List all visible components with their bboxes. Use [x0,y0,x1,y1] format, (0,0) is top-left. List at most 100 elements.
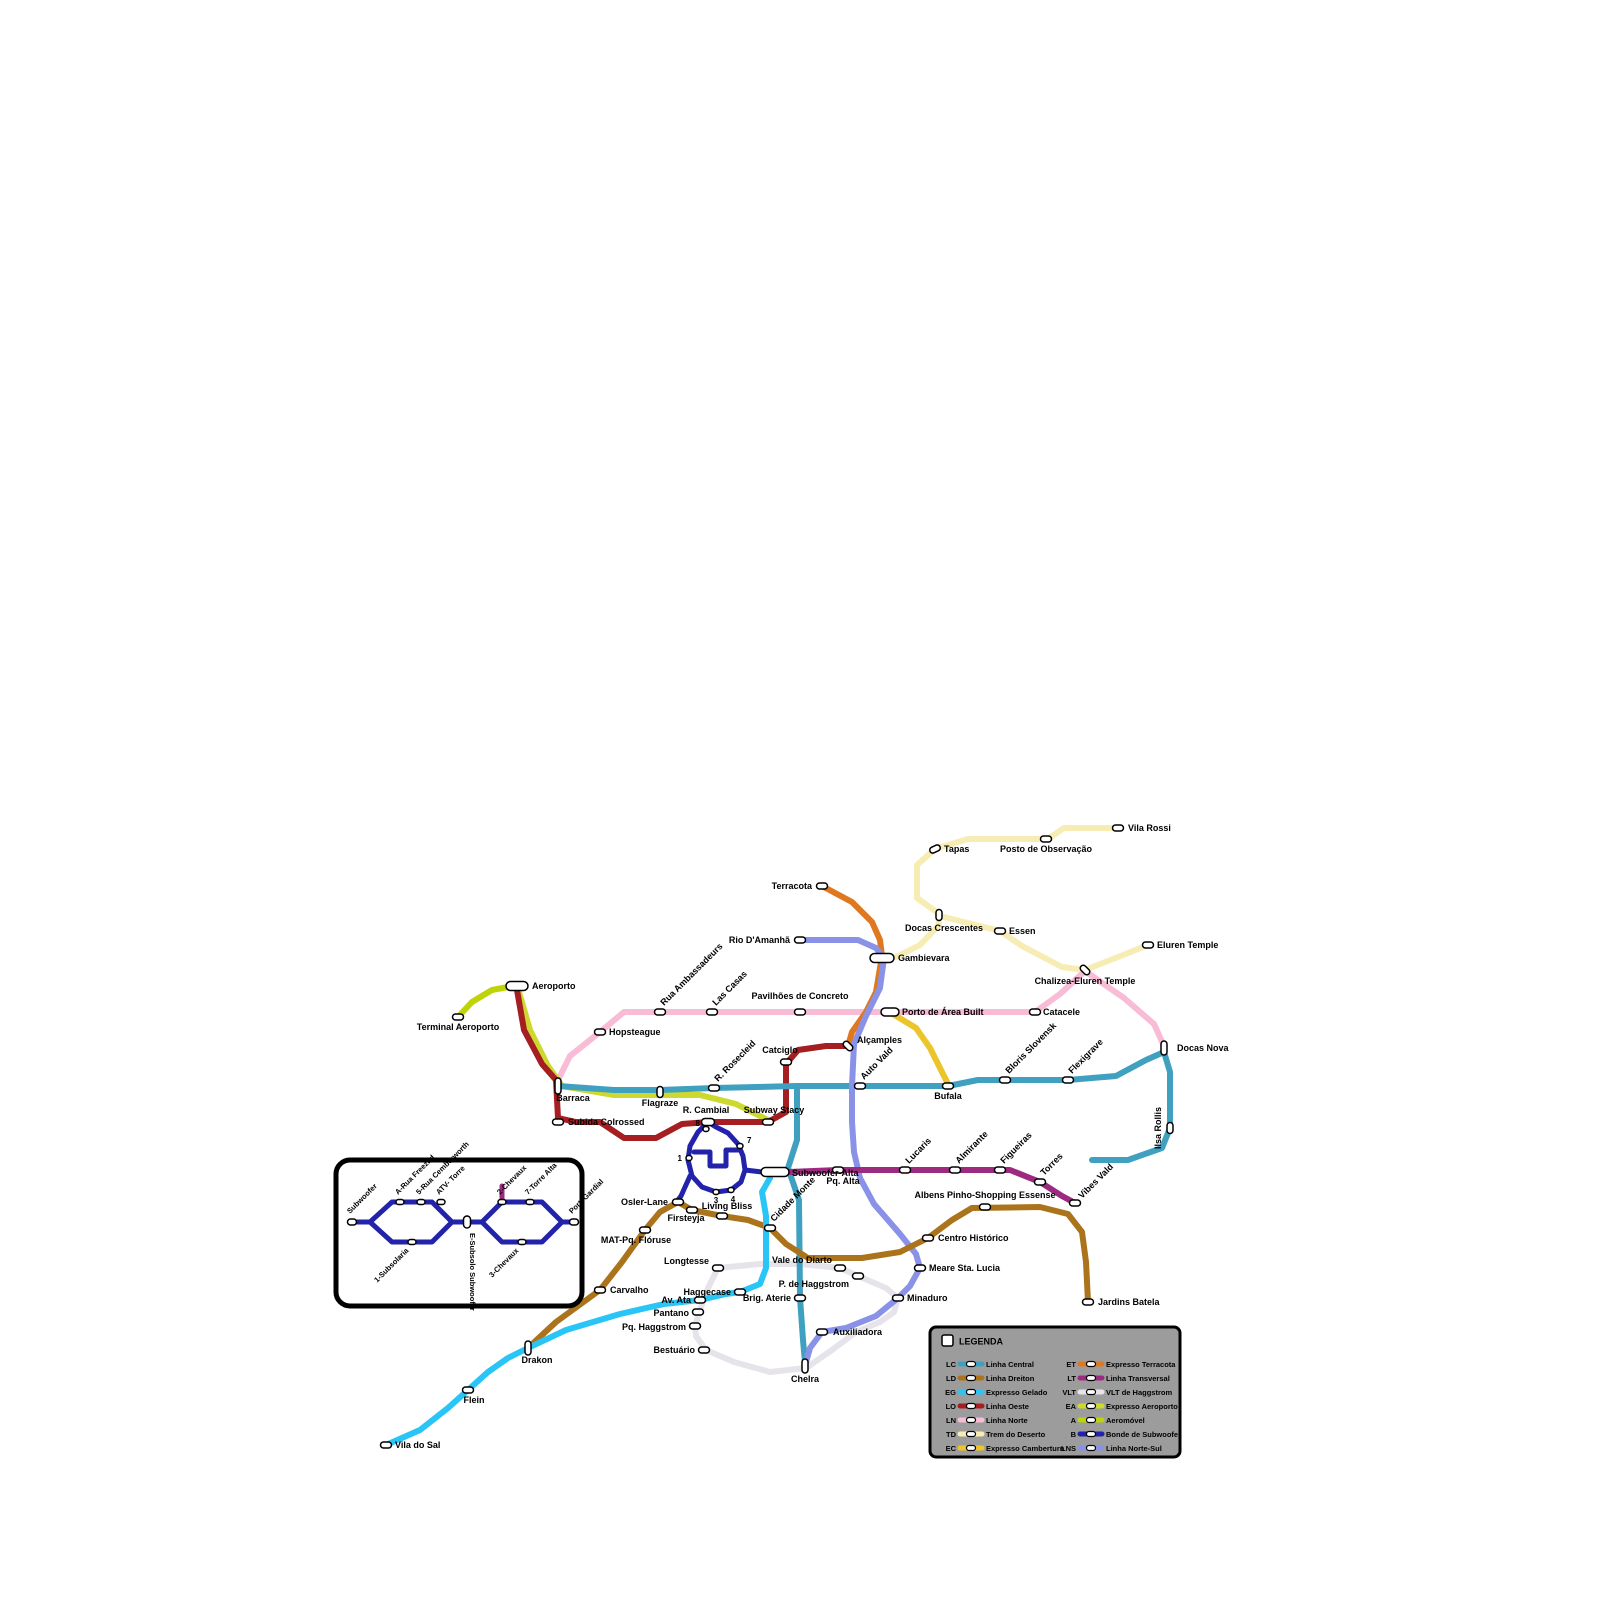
station-8[interactable] [702,1125,710,1133]
station-av-ata[interactable] [693,1296,707,1304]
station-vibes-vald[interactable] [1068,1199,1082,1207]
station-marker [736,1142,744,1150]
station-almirante[interactable] [948,1166,962,1174]
station-posto-de-observa-o[interactable] [1039,835,1053,843]
station-marker [831,1166,845,1174]
station-chelra[interactable] [801,1358,809,1374]
station-r-rosecleid[interactable] [707,1084,721,1092]
station-gambievara[interactable] [869,952,895,964]
station-1-subsolaria[interactable] [407,1238,417,1246]
station-label-posto-de-observa-o: Posto de Observação [1000,844,1093,854]
station-brig-aterie[interactable] [793,1294,807,1302]
station-flein[interactable] [461,1386,475,1394]
station-haggecase[interactable] [733,1288,747,1296]
station-auto-vald[interactable] [853,1082,867,1090]
station-3[interactable] [712,1188,720,1196]
legend-label-lns: Linha Norte-Sul [1106,1444,1162,1453]
legend-abbr-lns: LNS [1061,1444,1076,1453]
station-3-chevaux[interactable] [517,1238,527,1246]
station-longtesse[interactable] [711,1264,725,1272]
station-flagraze[interactable] [656,1085,664,1099]
station-terracota[interactable] [815,882,829,890]
station-marker [705,1008,719,1016]
station-figueiras[interactable] [993,1166,1007,1174]
station-albens-pinho-shopping-essense[interactable] [978,1203,992,1211]
station-rua-ambassadeurs[interactable] [653,1008,667,1016]
station-vila-rossi[interactable] [1111,824,1125,832]
station-pavilh-es-de-concreto[interactable] [793,1008,807,1016]
station-pq-alta[interactable] [831,1166,845,1174]
station-meare-sta-lucia[interactable] [913,1264,927,1272]
station-jardins-batela[interactable] [1081,1298,1095,1306]
station-torres[interactable] [1033,1178,1047,1186]
station-marker [760,1166,790,1178]
station-p-de-haggstrom[interactable] [851,1272,865,1280]
station-hopsteague[interactable] [593,1028,607,1036]
station-centro-hist-rico[interactable] [921,1234,935,1242]
station-essen[interactable] [993,927,1007,935]
station-eluren-temple[interactable] [1141,941,1155,949]
station-2-chevaux[interactable] [497,1198,507,1206]
station-bestu-rio[interactable] [697,1346,711,1354]
station-las-casas[interactable] [705,1008,719,1016]
station-atv-torre[interactable] [436,1198,446,1206]
station-marker [853,1082,867,1090]
station-7[interactable] [736,1142,744,1150]
station-osler-lane[interactable] [671,1198,685,1206]
station-barraca[interactable] [554,1077,562,1095]
station-ilsa-rollis[interactable] [1166,1121,1174,1135]
station-bufala[interactable] [941,1082,955,1090]
station-minaduro[interactable] [891,1294,905,1302]
station-marker [880,1007,900,1017]
station-catacele[interactable] [1028,1008,1042,1016]
station-docas-nova[interactable] [1160,1040,1168,1056]
station-subwoofer[interactable] [346,1218,358,1226]
station-a-rua-freezad[interactable] [395,1198,405,1206]
station-carvalho[interactable] [593,1286,607,1294]
station-subway-stacy[interactable] [761,1118,775,1126]
station-tapas[interactable] [928,844,942,854]
station-label-subway-stacy: Subway Stacy [744,1105,805,1115]
station-lucaris[interactable] [898,1166,912,1174]
station-docas-crescentes[interactable] [935,908,943,922]
station-e-subsolo-subwoofer[interactable] [462,1215,472,1229]
station-aeroporto[interactable] [505,980,529,992]
station-chalizea-eluren-temple[interactable] [1079,964,1091,976]
station-marker [505,980,529,992]
station-marker [671,1198,685,1206]
station-subida-colrossed[interactable] [551,1118,565,1126]
station-cidade-monte[interactable] [763,1224,777,1232]
station-7-torre-alta[interactable] [525,1198,535,1206]
station-label-7: 7 [747,1136,752,1145]
station-auxiliadora[interactable] [815,1328,829,1336]
station-rio-d-amanh[interactable] [793,936,807,944]
station-vale-do-diarto[interactable] [833,1264,847,1272]
station-mat-pq-fl-ruse[interactable] [638,1226,652,1234]
station-bloris-slovensk[interactable] [998,1076,1012,1084]
station-5-rua-cemberworth[interactable] [416,1198,426,1206]
station-port-gardial[interactable] [568,1218,580,1226]
station-subwoofer-alta[interactable] [760,1166,790,1178]
station-marker [691,1308,705,1316]
line-b-seg4 [675,1173,693,1203]
line-a [455,984,511,1020]
station-al-amples[interactable] [842,1040,854,1052]
legend-label-eg: Expresso Gelado [986,1388,1048,1397]
station-catciglo[interactable] [779,1058,793,1066]
legend-box [928,1325,1182,1459]
station-vila-do-sal[interactable] [379,1441,393,1449]
station-terminal-aeroporto[interactable] [451,1013,465,1021]
station-pantano[interactable] [691,1308,705,1316]
station-porto-de-rea-built[interactable] [880,1007,900,1017]
station-pq-haggstrom[interactable] [688,1322,702,1330]
station-4[interactable] [727,1186,735,1194]
station-drakon[interactable] [524,1340,532,1356]
station-1[interactable] [685,1154,693,1162]
station-flexigrave[interactable] [1061,1076,1075,1084]
station-r-cambial[interactable] [700,1117,716,1127]
station-living-bliss[interactable] [715,1212,729,1220]
station-firsteyja[interactable] [685,1206,699,1214]
